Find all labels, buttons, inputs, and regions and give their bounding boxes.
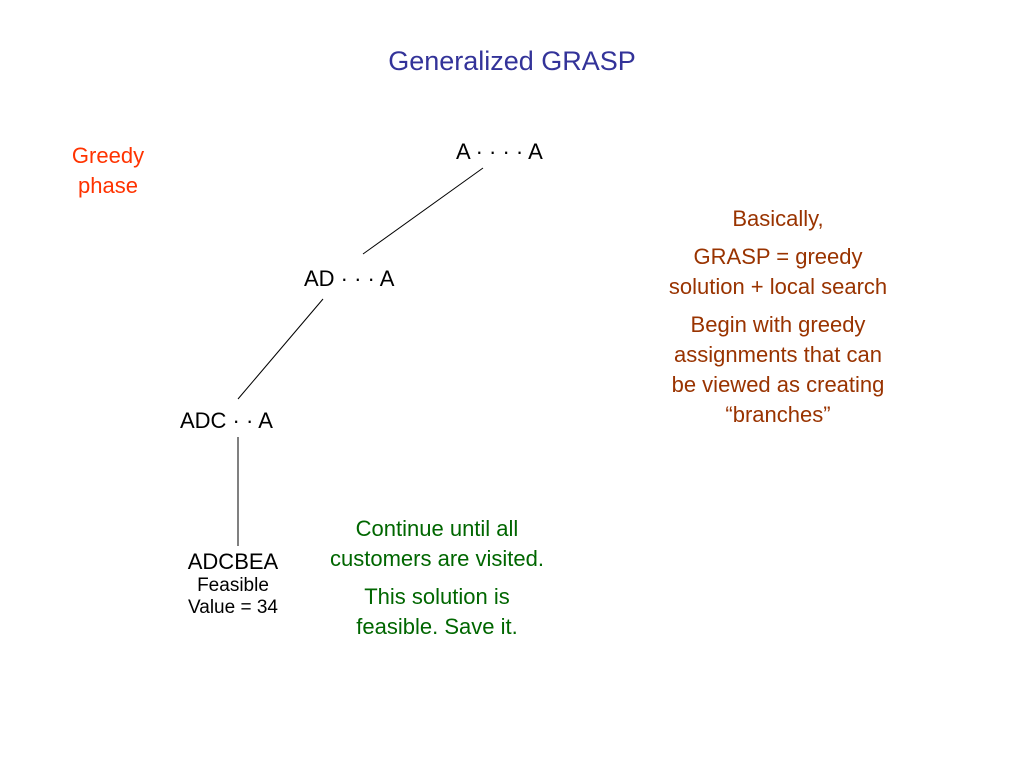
note-grasp-definition: GRASP = greedy solution + local search <box>668 244 888 299</box>
note-basically: Basically, <box>732 206 824 231</box>
phase-label-line1: Greedy <box>71 143 145 168</box>
phase-label-line2: phase <box>78 173 138 198</box>
continue-note: Continue until all customers are visited… <box>322 514 552 650</box>
grasp-explanation-note: Basically, GRASP = greedy solution + loc… <box>668 204 888 438</box>
phase-label: Greedy phase <box>48 141 168 201</box>
note-feasible: This solution is feasible. Save it. <box>356 584 518 639</box>
leaf-status: Feasible <box>197 575 269 596</box>
leaf-label: ADCBEA <box>187 549 279 574</box>
tree-node-ad: AD · · · A <box>304 266 395 291</box>
leaf-value: Value = 34 <box>188 597 278 618</box>
tree-node-leaf: ADCBEA Feasible Value = 34 <box>163 549 303 619</box>
tree-node-adc: ADC · · A <box>180 408 273 433</box>
tree-node-root: A · · · · A <box>456 139 543 164</box>
slide-title: Generalized GRASP <box>388 46 636 76</box>
note-begin-greedy: Begin with greedy assignments that can b… <box>671 312 885 427</box>
note-continue: Continue until all customers are visited… <box>330 516 544 571</box>
edge-ad-to-adc <box>237 298 324 400</box>
edge-root-to-ad <box>362 167 484 255</box>
